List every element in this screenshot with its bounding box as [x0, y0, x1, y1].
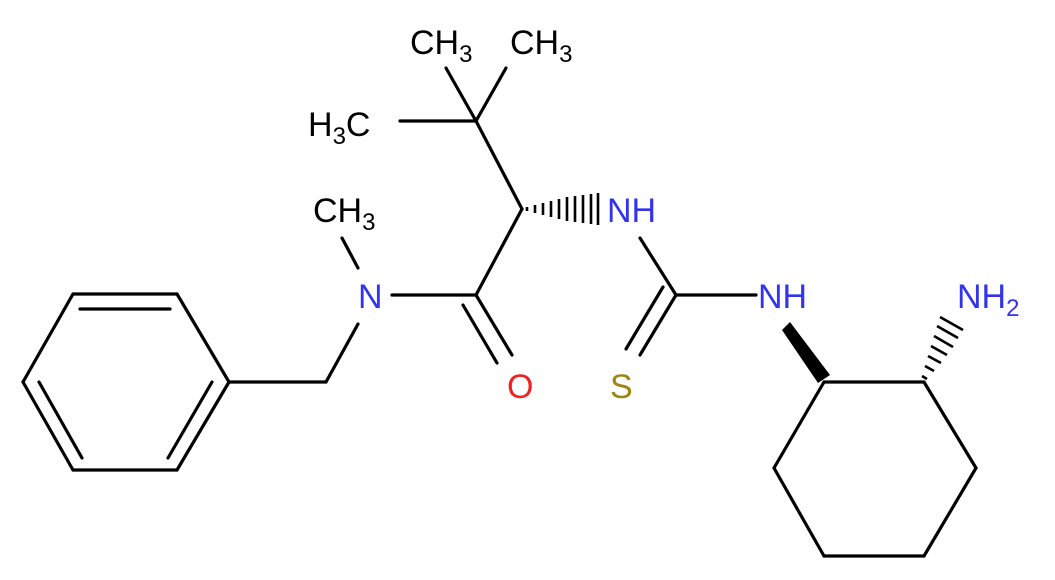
bond [638, 293, 678, 357]
bond [474, 119, 524, 211]
bond [340, 236, 360, 270]
atom-label-h3c: H3C [308, 106, 370, 150]
double-bond-inner [461, 303, 499, 365]
aromatic-inner-bond [166, 380, 214, 460]
atom-label-ch3: CH3 [510, 24, 572, 68]
benzene-ring [21, 292, 231, 472]
atom-label-n-methyl: CH3 [313, 192, 375, 236]
bond [638, 236, 678, 297]
atom-label-o-carbonyl: O [507, 368, 533, 406]
atom-label-ch3: CH3 [410, 24, 472, 68]
hashed-wedge-bond [921, 315, 964, 381]
double-bond-inner [624, 285, 665, 351]
atom-label-nh2: NH2 [957, 278, 1019, 322]
atom-label-s-thione: S [610, 368, 633, 406]
bond [21, 380, 75, 472]
bond [21, 292, 75, 384]
atom-label-nh-thiourea: NH [758, 278, 807, 316]
hashed-wedge-bond [525, 193, 600, 225]
atom-label-n-amide: N [358, 278, 383, 316]
aromatic-inner-bond [37, 380, 84, 460]
bond [474, 207, 524, 297]
bond [444, 66, 478, 123]
bond [474, 293, 514, 357]
bond [324, 322, 360, 384]
bond [922, 466, 978, 558]
cyclohexane-ring [772, 380, 978, 558]
bond [474, 66, 508, 123]
bond [772, 380, 826, 470]
bold-wedge-bond [782, 322, 830, 383]
bond [175, 380, 231, 472]
bond [175, 292, 231, 384]
bond [772, 466, 826, 558]
atom-label-nh-alpha: NH [607, 192, 656, 230]
bond [922, 380, 978, 470]
